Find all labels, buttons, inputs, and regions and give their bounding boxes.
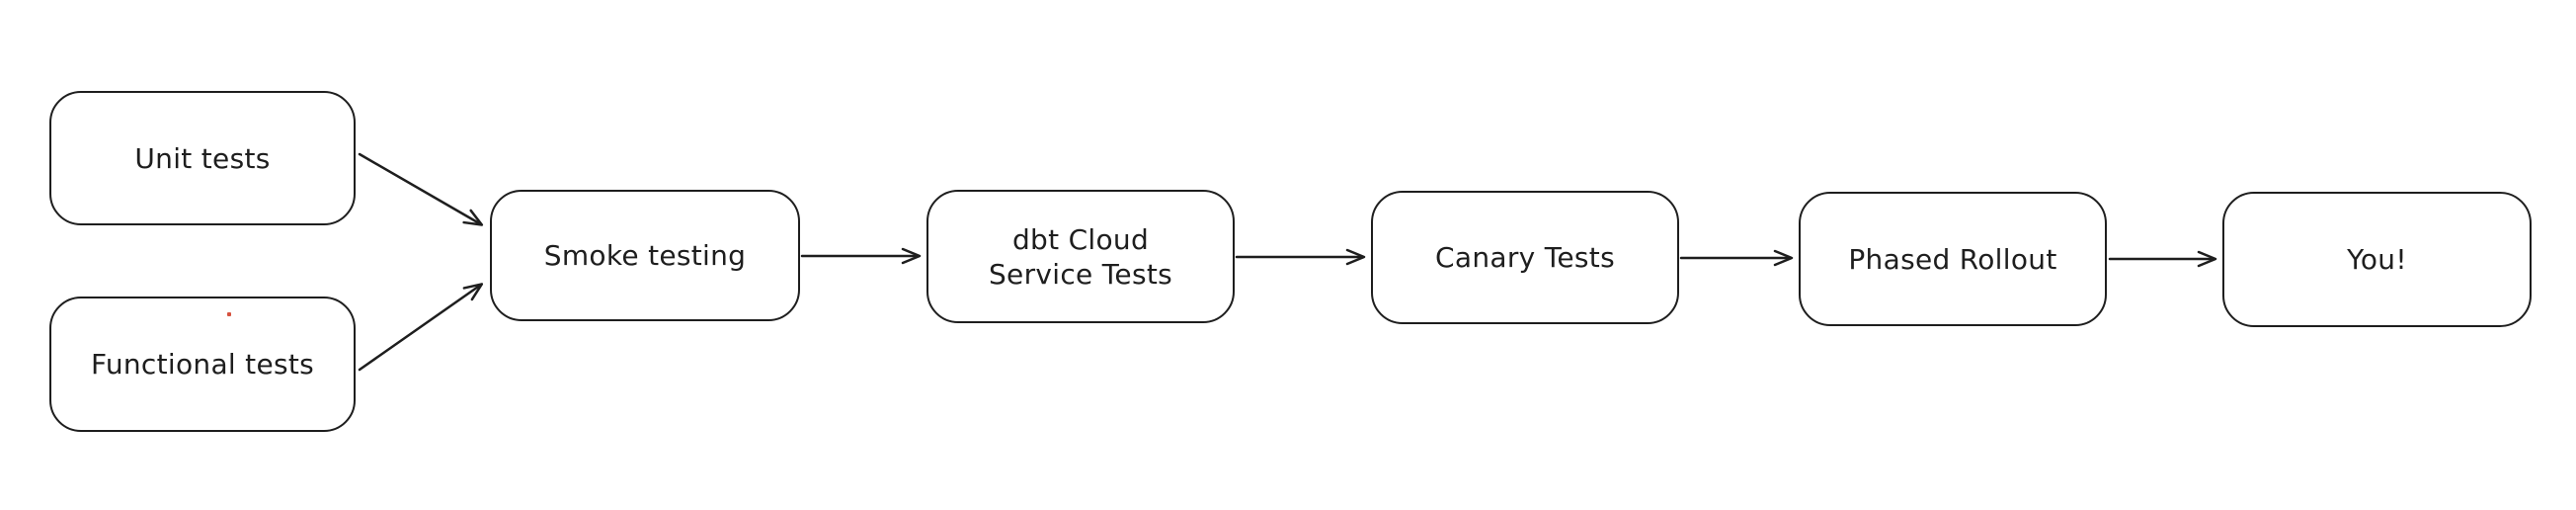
node-functional-tests: Functional tests <box>49 297 356 432</box>
node-dbt-cloud-service-tests-label: dbt Cloud Service Tests <box>988 222 1172 291</box>
arrow-unit-tests-to-smoke-testing <box>358 152 484 226</box>
node-dbt-cloud-service-tests: dbt Cloud Service Tests <box>926 190 1235 323</box>
red-dot-artifact <box>227 312 231 316</box>
node-unit-tests: Unit tests <box>49 91 356 225</box>
node-smoke-testing-label: Smoke testing <box>543 239 747 272</box>
node-functional-tests-label: Functional tests <box>90 348 315 381</box>
arrow-functional-tests-to-smoke-testing <box>358 283 484 372</box>
node-you: You! <box>2222 192 2532 327</box>
node-phased-rollout: Phased Rollout <box>1799 192 2107 326</box>
node-smoke-testing: Smoke testing <box>490 190 800 321</box>
node-canary-tests-label: Canary Tests <box>1435 241 1615 274</box>
node-you-label: You! <box>2347 243 2407 276</box>
node-phased-rollout-label: Phased Rollout <box>1848 242 2057 276</box>
node-canary-tests: Canary Tests <box>1371 191 1679 324</box>
node-unit-tests-label: Unit tests <box>134 141 271 175</box>
